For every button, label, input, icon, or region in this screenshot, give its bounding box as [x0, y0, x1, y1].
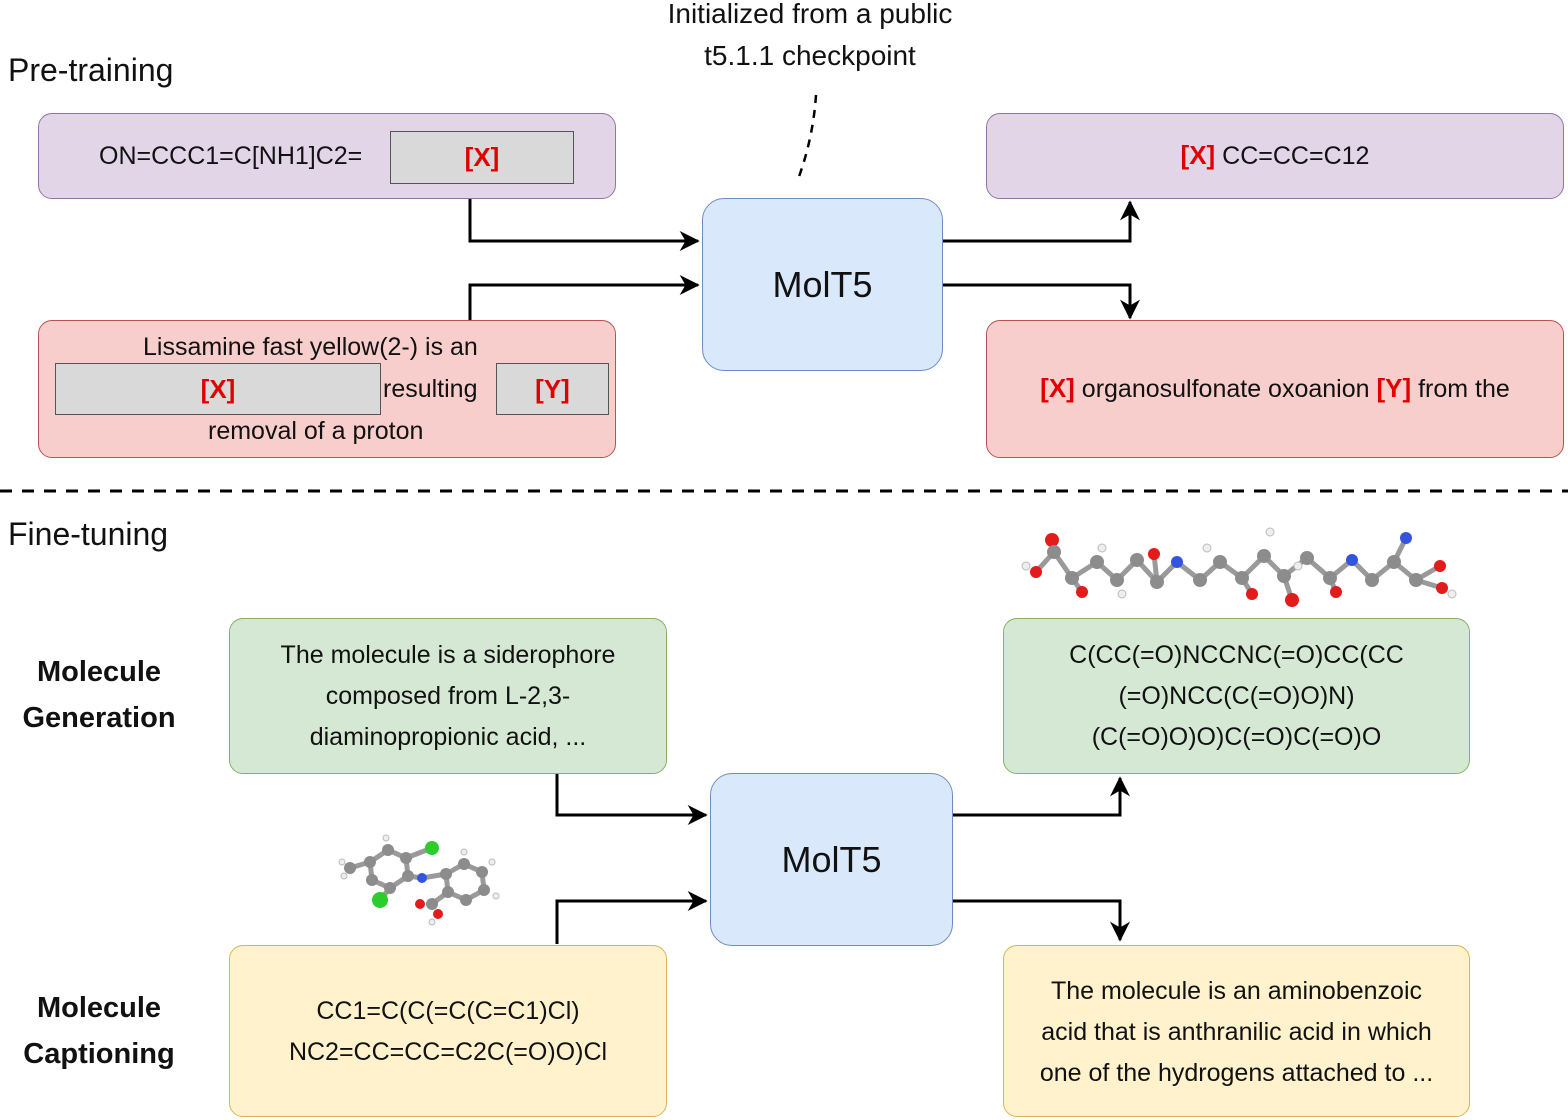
- molecule-3d-chain-icon: [1021, 527, 1457, 607]
- captioning-output-box: The molecule is an aminobenzoic acid tha…: [1003, 945, 1470, 1117]
- generation-output-line: (=O)NCC(C(=O)O)N): [1118, 682, 1355, 710]
- task-label-generation-line1: Molecule: [36, 656, 162, 688]
- text-mask-span-x: [X]: [55, 363, 381, 415]
- generation-output-line: (C(=O)O)O)C(=O)C(=O)O: [1091, 723, 1382, 751]
- finetuning-label: Fine-tuning: [8, 516, 169, 552]
- text-input-mid: resulting: [383, 375, 478, 403]
- init-note: Initialized from a public t5.1.1 checkpo…: [610, 0, 1010, 77]
- mask-token-x: [X]: [464, 142, 500, 172]
- captioning-output-line: The molecule is an aminobenzoic: [1050, 977, 1423, 1005]
- init-note-line1: Initialized from a public: [667, 0, 953, 29]
- mask-token-y: [Y]: [535, 373, 570, 404]
- molt5-model-finetune: MolT5: [710, 773, 953, 946]
- text-input-line1: Lissamine fast yellow(2-) is an: [143, 333, 478, 361]
- smiles-mask-span: [X]: [390, 131, 574, 184]
- task-label-captioning-line2: Captioning: [23, 1038, 175, 1070]
- pretrain-text-output-box: [X] organosulfonate oxoanion [Y] from th…: [986, 320, 1564, 458]
- generation-output-box: C(CC(=O)NCCNC(=O)CC(CC (=O)NCC(C(=O)O)N)…: [1003, 618, 1470, 774]
- generation-input-line: The molecule is a siderophore: [280, 641, 616, 669]
- pretrain-smiles-input-box: ON=CCC1=C[NH1]C2= [X]: [38, 113, 616, 199]
- text-output-line: [X] organosulfonate oxoanion [Y] from th…: [987, 373, 1563, 404]
- generation-output-text: C(CC(=O)NCCNC(=O)CC(CC (=O)NCC(C(=O)O)N)…: [1004, 635, 1469, 758]
- captioning-output-line: acid that is anthranilic acid in which: [1041, 1018, 1432, 1046]
- captioning-output-line: one of the hydrogens attached to ...: [1039, 1059, 1434, 1087]
- smiles-output-line: [X] CC=CC=C12: [987, 140, 1563, 171]
- generation-input-line: diaminopropionic acid, ...: [309, 723, 587, 751]
- output-token-x: [X]: [1040, 373, 1075, 403]
- captioning-output-text: The molecule is an aminobenzoic acid tha…: [1004, 971, 1469, 1094]
- mask-token-x: [X]: [200, 373, 236, 404]
- output-token-y: [Y]: [1376, 373, 1412, 403]
- generation-output-line: C(CC(=O)NCCNC(=O)CC(CC: [1069, 641, 1404, 669]
- smiles-input-prefix: ON=CCC1=C[NH1]C2=: [99, 142, 363, 170]
- task-label-captioning: Molecule Captioning: [0, 985, 198, 1077]
- pretraining-label: Pre-training: [8, 52, 174, 88]
- task-label-generation-line2: Generation: [22, 702, 176, 734]
- generation-input-box: The molecule is a siderophore composed f…: [229, 618, 667, 774]
- text-input-line3: removal of a proton: [208, 417, 424, 445]
- text-output-tail: from the: [1418, 375, 1510, 403]
- smiles-output-text: CC=CC=C12: [1222, 142, 1370, 170]
- captioning-input-line: CC1=C(C(=C(C=C1)Cl): [316, 997, 580, 1025]
- generation-input-line: composed from L-2,3-: [325, 682, 571, 710]
- captioning-input-text: CC1=C(C(=C(C=C1)Cl) NC2=CC=CC=C2C(=O)O)C…: [230, 991, 666, 1073]
- molt5-model-pretrain: MolT5: [702, 198, 943, 371]
- text-mask-span-y: [Y]: [496, 363, 609, 415]
- task-label-generation: Molecule Generation: [0, 649, 198, 741]
- task-label-captioning-line1: Molecule: [36, 992, 162, 1024]
- pretrain-text-input-box: Lissamine fast yellow(2-) is an [X] resu…: [38, 320, 616, 458]
- captioning-input-box: CC1=C(C(=C(C=C1)Cl) NC2=CC=CC=C2C(=O)O)C…: [229, 945, 667, 1117]
- pretrain-smiles-output-box: [X] CC=CC=C12: [986, 113, 1564, 199]
- text-output-mid: organosulfonate oxoanion: [1081, 375, 1370, 403]
- init-note-line2: t5.1.1 checkpoint: [704, 40, 916, 71]
- molecule-3d-aromatic-icon: [338, 834, 500, 926]
- output-token-x: [X]: [1180, 140, 1216, 170]
- generation-input-text: The molecule is a siderophore composed f…: [230, 635, 666, 758]
- captioning-input-line: NC2=CC=CC=C2C(=O)O)Cl: [288, 1038, 608, 1066]
